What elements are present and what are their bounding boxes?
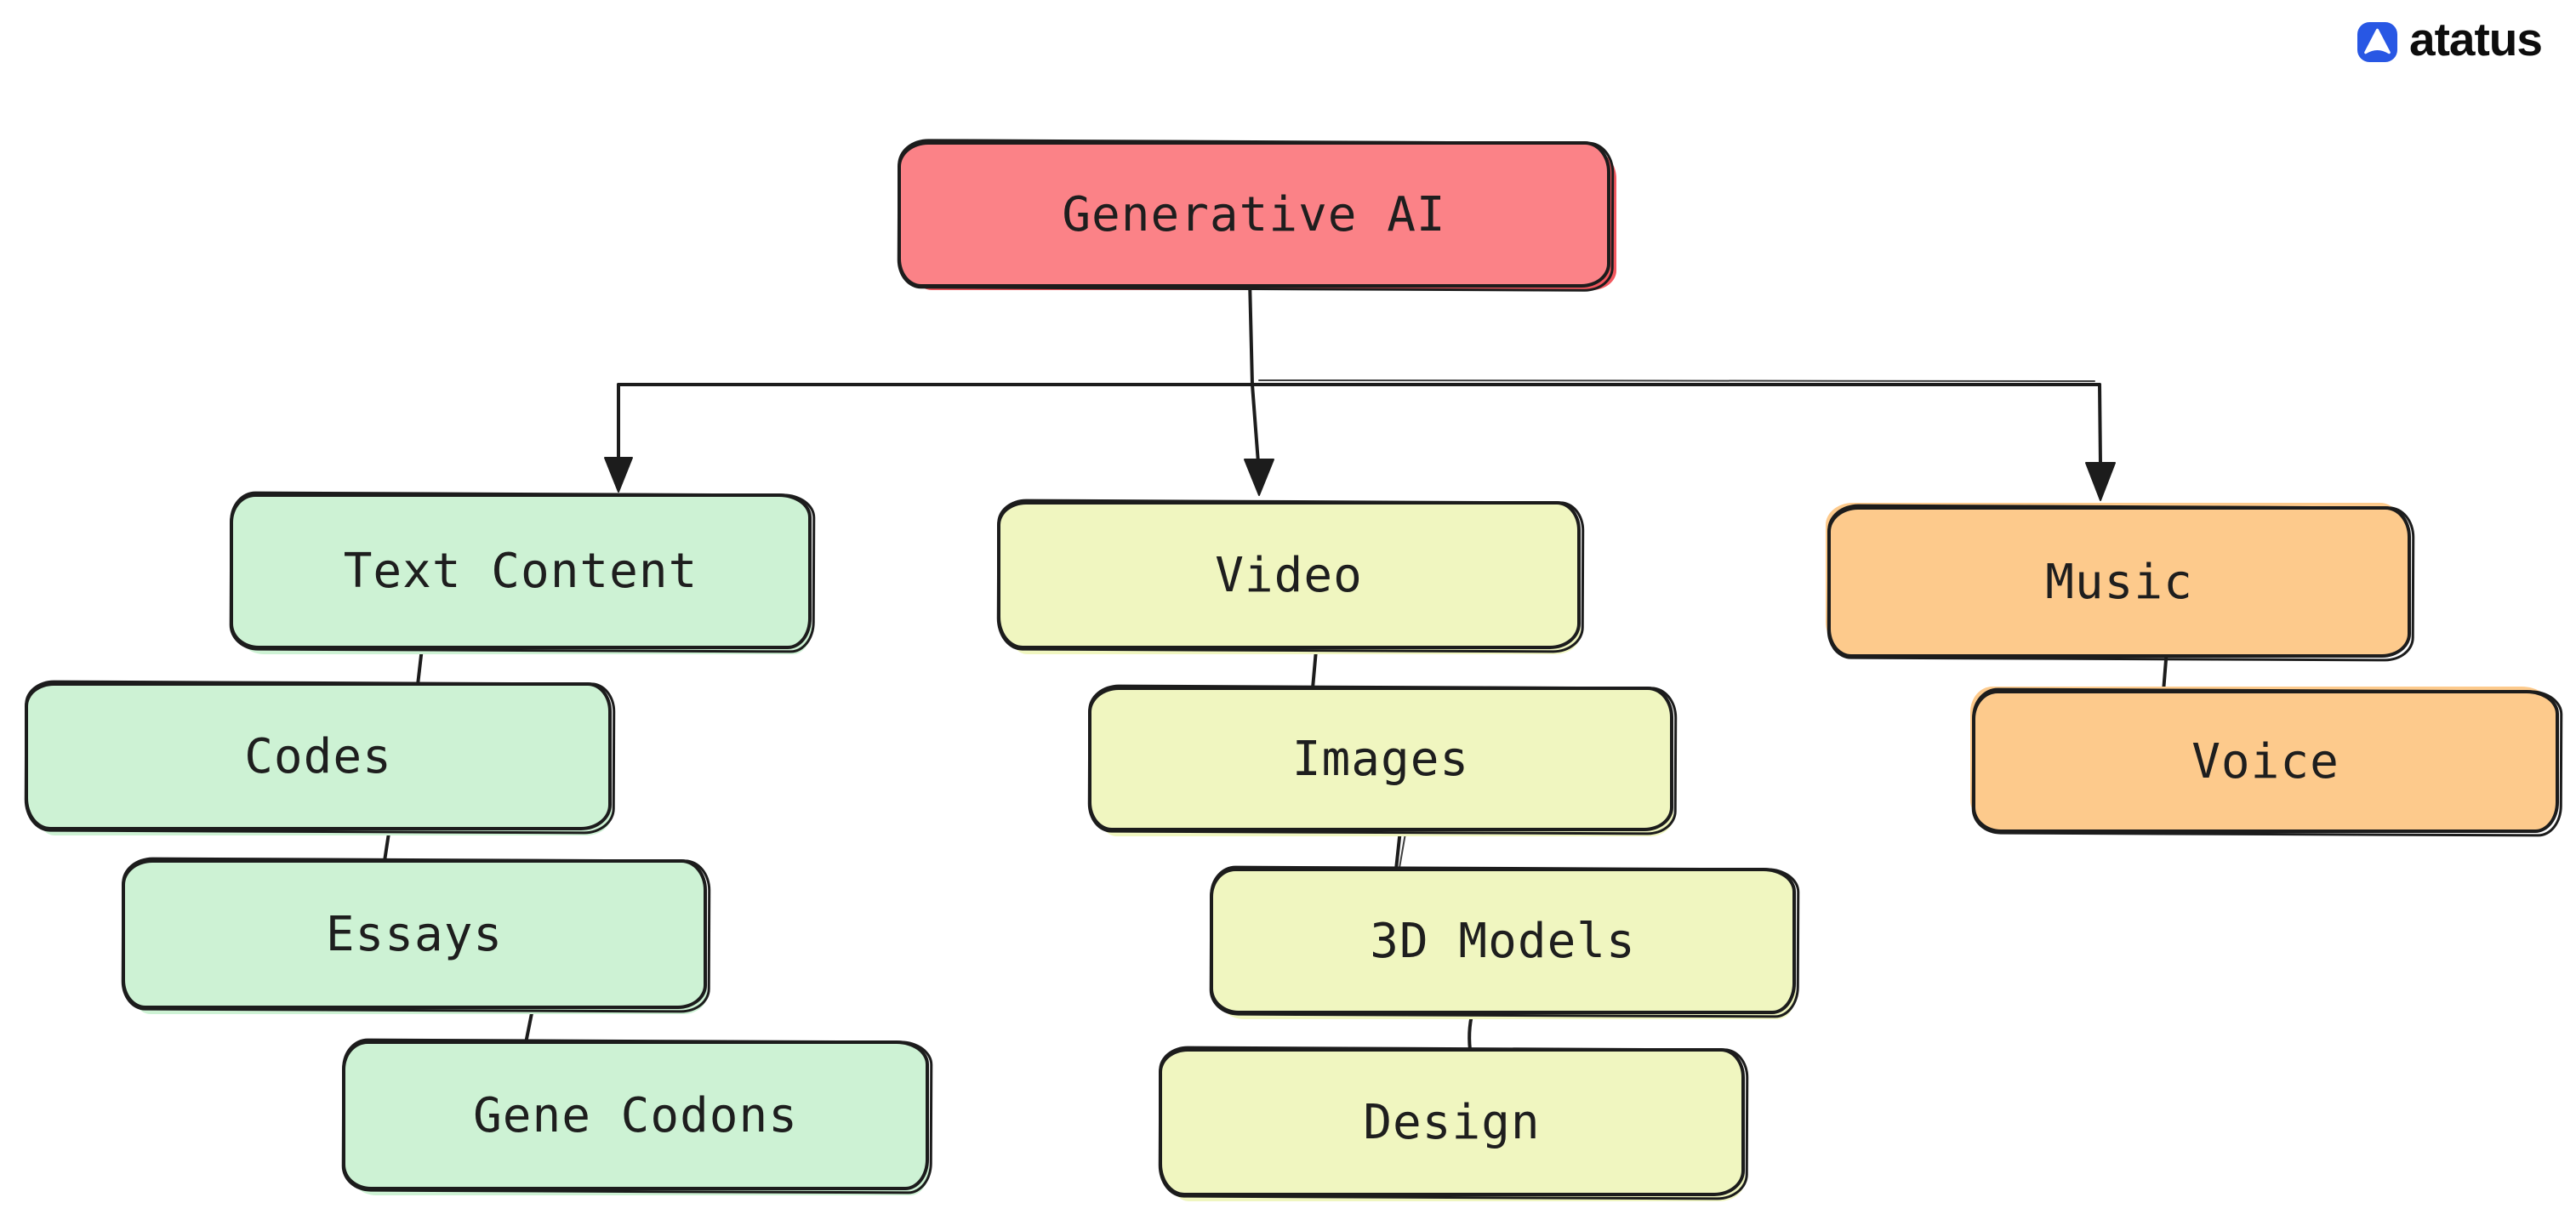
node-images-label: Images [1291,731,1470,787]
node-essays-label: Essays [325,906,504,962]
node-codes-label: Codes [244,728,392,784]
atatus-logo-text: atatus [2409,12,2543,66]
node-3d-models-label: 3D Models [1370,913,1636,969]
connector-root-stem [1248,278,1254,386]
connector-drop-middle [1251,383,1260,465]
node-images: Images [1088,687,1673,831]
connector-horizontal-bar-sketch [1258,379,2095,382]
atatus-brand: atatus [2357,12,2543,66]
node-codes: Codes [25,682,612,830]
arrowhead-music [2085,462,2116,501]
node-3d-models: 3D Models [1210,868,1796,1014]
node-text-content: Text Content [230,493,812,649]
arrowhead-text-content [604,457,633,493]
node-gene-codons-label: Gene Codons [473,1087,798,1143]
node-voice: Voice [1972,690,2559,833]
node-essays: Essays [122,859,707,1009]
atatus-logo-icon [2357,21,2397,62]
node-video: Video [997,501,1581,649]
node-video-label: Video [1215,547,1363,603]
node-design: Design [1159,1048,1745,1196]
arrowhead-video [1244,459,1274,496]
node-music: Music [1827,506,2411,658]
node-voice-label: Voice [2191,733,2339,790]
node-generative-ai-label: Generative AI [1062,186,1446,242]
node-text-content-label: Text Content [343,544,698,599]
node-gene-codons: Gene Codons [342,1040,929,1190]
node-design-label: Design [1363,1094,1541,1150]
node-music-label: Music [2045,554,2193,610]
node-generative-ai: Generative AI [898,141,1610,288]
